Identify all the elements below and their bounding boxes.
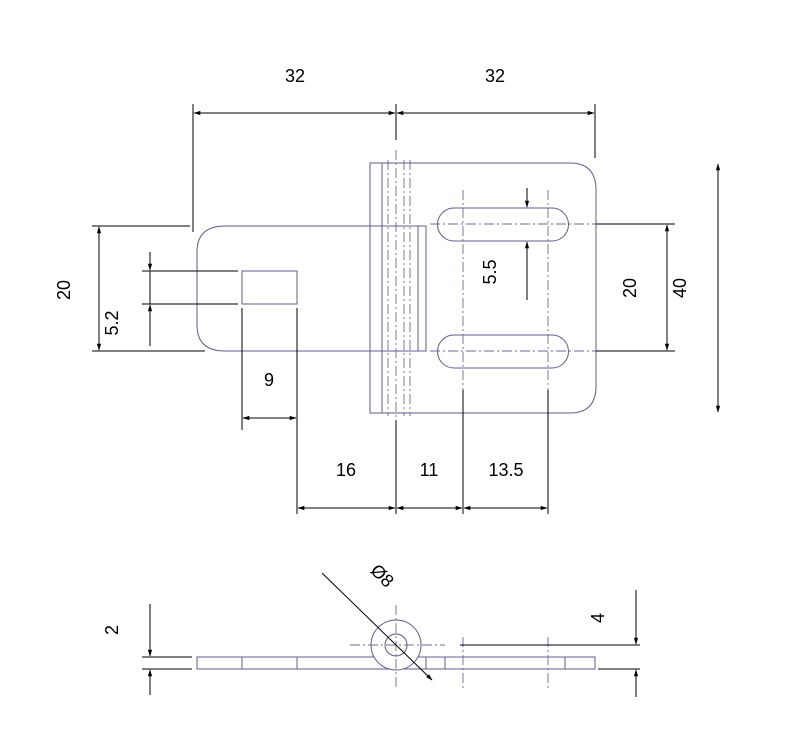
dim-label-offset-4: 4 xyxy=(588,613,608,623)
dim-label-top-left-32: 32 xyxy=(285,66,305,86)
dim-label-left-20: 20 xyxy=(54,280,74,300)
hinge-top-view xyxy=(196,150,600,420)
dim-label-top-right-32: 32 xyxy=(485,66,505,86)
dim-label-11: 11 xyxy=(420,460,439,480)
dim-label-right-20: 20 xyxy=(620,278,640,298)
small-hole xyxy=(241,270,298,305)
dim-label-16: 16 xyxy=(336,460,356,480)
small-leaf-outline xyxy=(196,225,427,352)
upper-slot xyxy=(437,207,569,242)
dimension-lines xyxy=(92,104,721,514)
dim-label-5-5: 5.5 xyxy=(480,259,500,284)
dim-label-diameter-8: Ø8 xyxy=(367,560,398,591)
side-view-dimensions xyxy=(142,572,640,697)
large-leaf-outline xyxy=(369,162,597,414)
hinge-side-view xyxy=(196,605,596,690)
lower-slot xyxy=(437,334,569,369)
dimension-labels: 32 32 20 5.2 9 16 11 13.5 5.5 20 40 Ø8 2… xyxy=(54,66,690,635)
dim-label-13-5: 13.5 xyxy=(488,460,523,480)
dim-label-9: 9 xyxy=(264,370,274,390)
dim-label-thickness-2: 2 xyxy=(102,625,122,635)
dim-label-5-2: 5.2 xyxy=(102,310,122,335)
dim-label-40: 40 xyxy=(670,278,690,298)
